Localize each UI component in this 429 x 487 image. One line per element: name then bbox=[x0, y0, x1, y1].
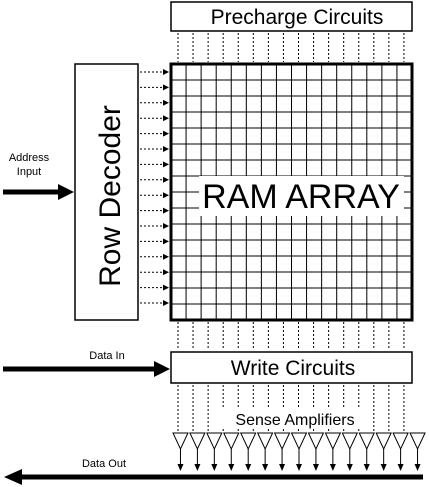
sense-amplifier-triangle bbox=[375, 432, 392, 451]
sense-amplifier-triangle bbox=[392, 432, 409, 451]
data-in-arrow bbox=[3, 361, 170, 377]
sense-amplifier-triangle bbox=[409, 432, 426, 451]
write-circuits-label: Write Circuits bbox=[231, 357, 355, 380]
sense-amplifier-output-arrowhead bbox=[245, 464, 252, 471]
sense-amplifiers-label-backdrop bbox=[222, 409, 366, 429]
sense-amplifier-triangle bbox=[324, 432, 342, 451]
sense-amplifier-output-arrowhead bbox=[177, 464, 184, 471]
sense-amplifier-output-arrowhead bbox=[329, 464, 336, 471]
sense-amplifier-output-arrowhead bbox=[312, 464, 319, 471]
sense-amplifier-triangle bbox=[273, 432, 291, 451]
word-lines bbox=[140, 69, 169, 306]
write-circuits-box bbox=[170, 351, 413, 384]
sense-amplifiers-label: Sense Amplifiers bbox=[235, 412, 354, 429]
address-input-label-line1: Address bbox=[9, 152, 50, 164]
sense-amplifier-triangle bbox=[206, 432, 223, 451]
sense-amplifier-triangle bbox=[290, 432, 308, 451]
sense-amplifier-output-arrowhead bbox=[414, 464, 421, 471]
sense-amplifier-output-arrowhead bbox=[380, 464, 387, 471]
precharge-bit-lines bbox=[177, 33, 405, 62]
sense-amplifier-output-arrowhead bbox=[228, 464, 235, 471]
precharge-circuits-box bbox=[170, 1, 413, 32]
row-decoder-label: Row Decoder bbox=[94, 105, 127, 287]
row-decoder-box bbox=[74, 63, 139, 321]
sense-amplifier-output-arrowhead bbox=[363, 464, 370, 471]
data-in-label: Data In bbox=[89, 350, 124, 362]
sense-amplifier-triangle bbox=[307, 432, 325, 451]
sense-amplifier-triangle bbox=[358, 432, 375, 451]
array-to-write-bit-lines bbox=[177, 322, 405, 350]
data-out-arrow bbox=[4, 469, 423, 485]
ram-array-label: RAM ARRAY bbox=[202, 178, 400, 216]
sense-amplifier-triangle bbox=[341, 432, 359, 451]
sense-amplifier-triangle bbox=[172, 432, 189, 451]
sense-amplifier-output-arrowhead bbox=[194, 464, 201, 471]
data-out-label: Data Out bbox=[82, 458, 126, 470]
sense-amplifier-output-arrowhead bbox=[346, 464, 353, 471]
sense-amplifier-array bbox=[172, 432, 426, 471]
sense-amplifier-output-arrowhead bbox=[211, 464, 218, 471]
sense-amplifier-triangle bbox=[239, 432, 257, 451]
precharge-circuits-label: Precharge Circuits bbox=[211, 6, 384, 29]
address-input-arrow bbox=[3, 184, 74, 200]
address-input-label-line2: Input bbox=[17, 166, 41, 178]
sense-amplifier-triangle bbox=[223, 432, 240, 451]
sense-amplifier-triangle bbox=[256, 432, 274, 451]
sense-amplifier-output-arrowhead bbox=[279, 464, 286, 471]
sense-amplifier-output-arrowhead bbox=[262, 464, 269, 471]
sense-amplifier-triangle bbox=[189, 432, 206, 451]
sense-amplifier-output-arrowhead bbox=[397, 464, 404, 471]
sense-amplifier-output-arrowhead bbox=[296, 464, 302, 471]
ram-array-label-backdrop bbox=[199, 176, 404, 216]
